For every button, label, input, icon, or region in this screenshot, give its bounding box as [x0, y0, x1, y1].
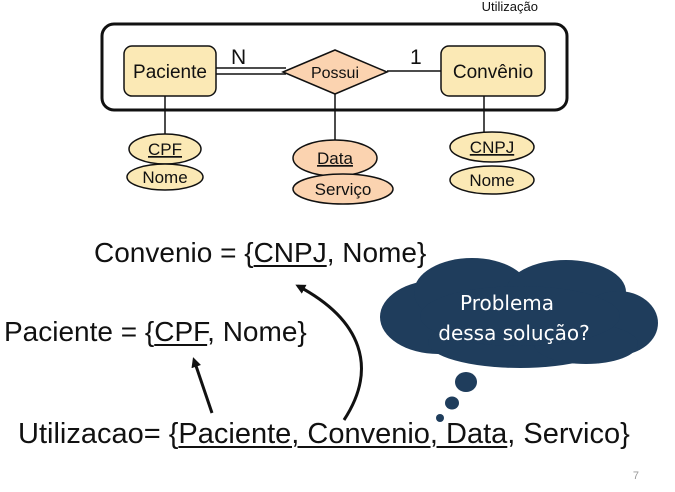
- cardinality-n: N: [231, 46, 246, 69]
- paciente-schema-prefix: Paciente = {: [4, 316, 155, 347]
- paciente-schema: Paciente = {CPF, Nome}: [4, 316, 307, 348]
- utilizacao-schema-key: Paciente, Convenio, Data: [178, 418, 508, 450]
- aggregation-label: Utilização: [482, 0, 538, 14]
- thought-bubble-line2: dessa solução?: [438, 321, 589, 345]
- relationship-possui: [281, 49, 389, 95]
- thought-dot-large: [455, 372, 477, 392]
- paciente-schema-rest: , Nome}: [207, 316, 307, 347]
- attr-servico: [292, 173, 394, 205]
- arrow-to-convenio-key: [295, 284, 363, 421]
- attr-servico-label: Serviço: [315, 180, 372, 199]
- attr-cpf-label: CPF: [148, 140, 182, 159]
- attr-cnpj: [449, 131, 535, 163]
- entity-convenio-label: Convênio: [453, 62, 533, 83]
- utilizacao-schema-prefix: Utilizacao= {: [18, 418, 179, 450]
- thought-dot-small: [436, 414, 444, 422]
- attr-convenio-nome: [449, 165, 535, 195]
- paciente-schema-key: CPF: [154, 316, 208, 347]
- thought-dot-medium: [445, 396, 459, 410]
- attr-cnpj-label: CNPJ: [470, 138, 514, 157]
- convenio-schema-key: CNPJ: [253, 237, 327, 268]
- attr-paciente-nome: [126, 163, 204, 191]
- thought-bubble-line1: Problema: [460, 291, 554, 315]
- attr-paciente-nome-label: Nome: [142, 168, 187, 187]
- entity-convenio: [440, 45, 546, 97]
- cardinality-1: 1: [410, 46, 422, 69]
- thought-bubble: [380, 258, 658, 368]
- utilizacao-schema: Utilizacao= {Paciente, Convenio, Data, S…: [18, 418, 630, 451]
- convenio-schema: Convenio = {CNPJ, Nome}: [94, 237, 426, 269]
- convenio-schema-rest: , Nome}: [326, 237, 427, 268]
- utilizacao-schema-rest: , Servico}: [507, 418, 630, 450]
- relationship-possui-label: Possui: [311, 65, 359, 82]
- entity-paciente-label: Paciente: [133, 62, 207, 83]
- convenio-schema-prefix: Convenio = {: [94, 237, 254, 268]
- entity-paciente: [123, 45, 217, 97]
- attr-data-label: Data: [317, 149, 353, 168]
- arrow-to-paciente-key: [191, 357, 214, 414]
- page-number: 7: [632, 470, 639, 482]
- attr-convenio-nome-label: Nome: [469, 171, 514, 190]
